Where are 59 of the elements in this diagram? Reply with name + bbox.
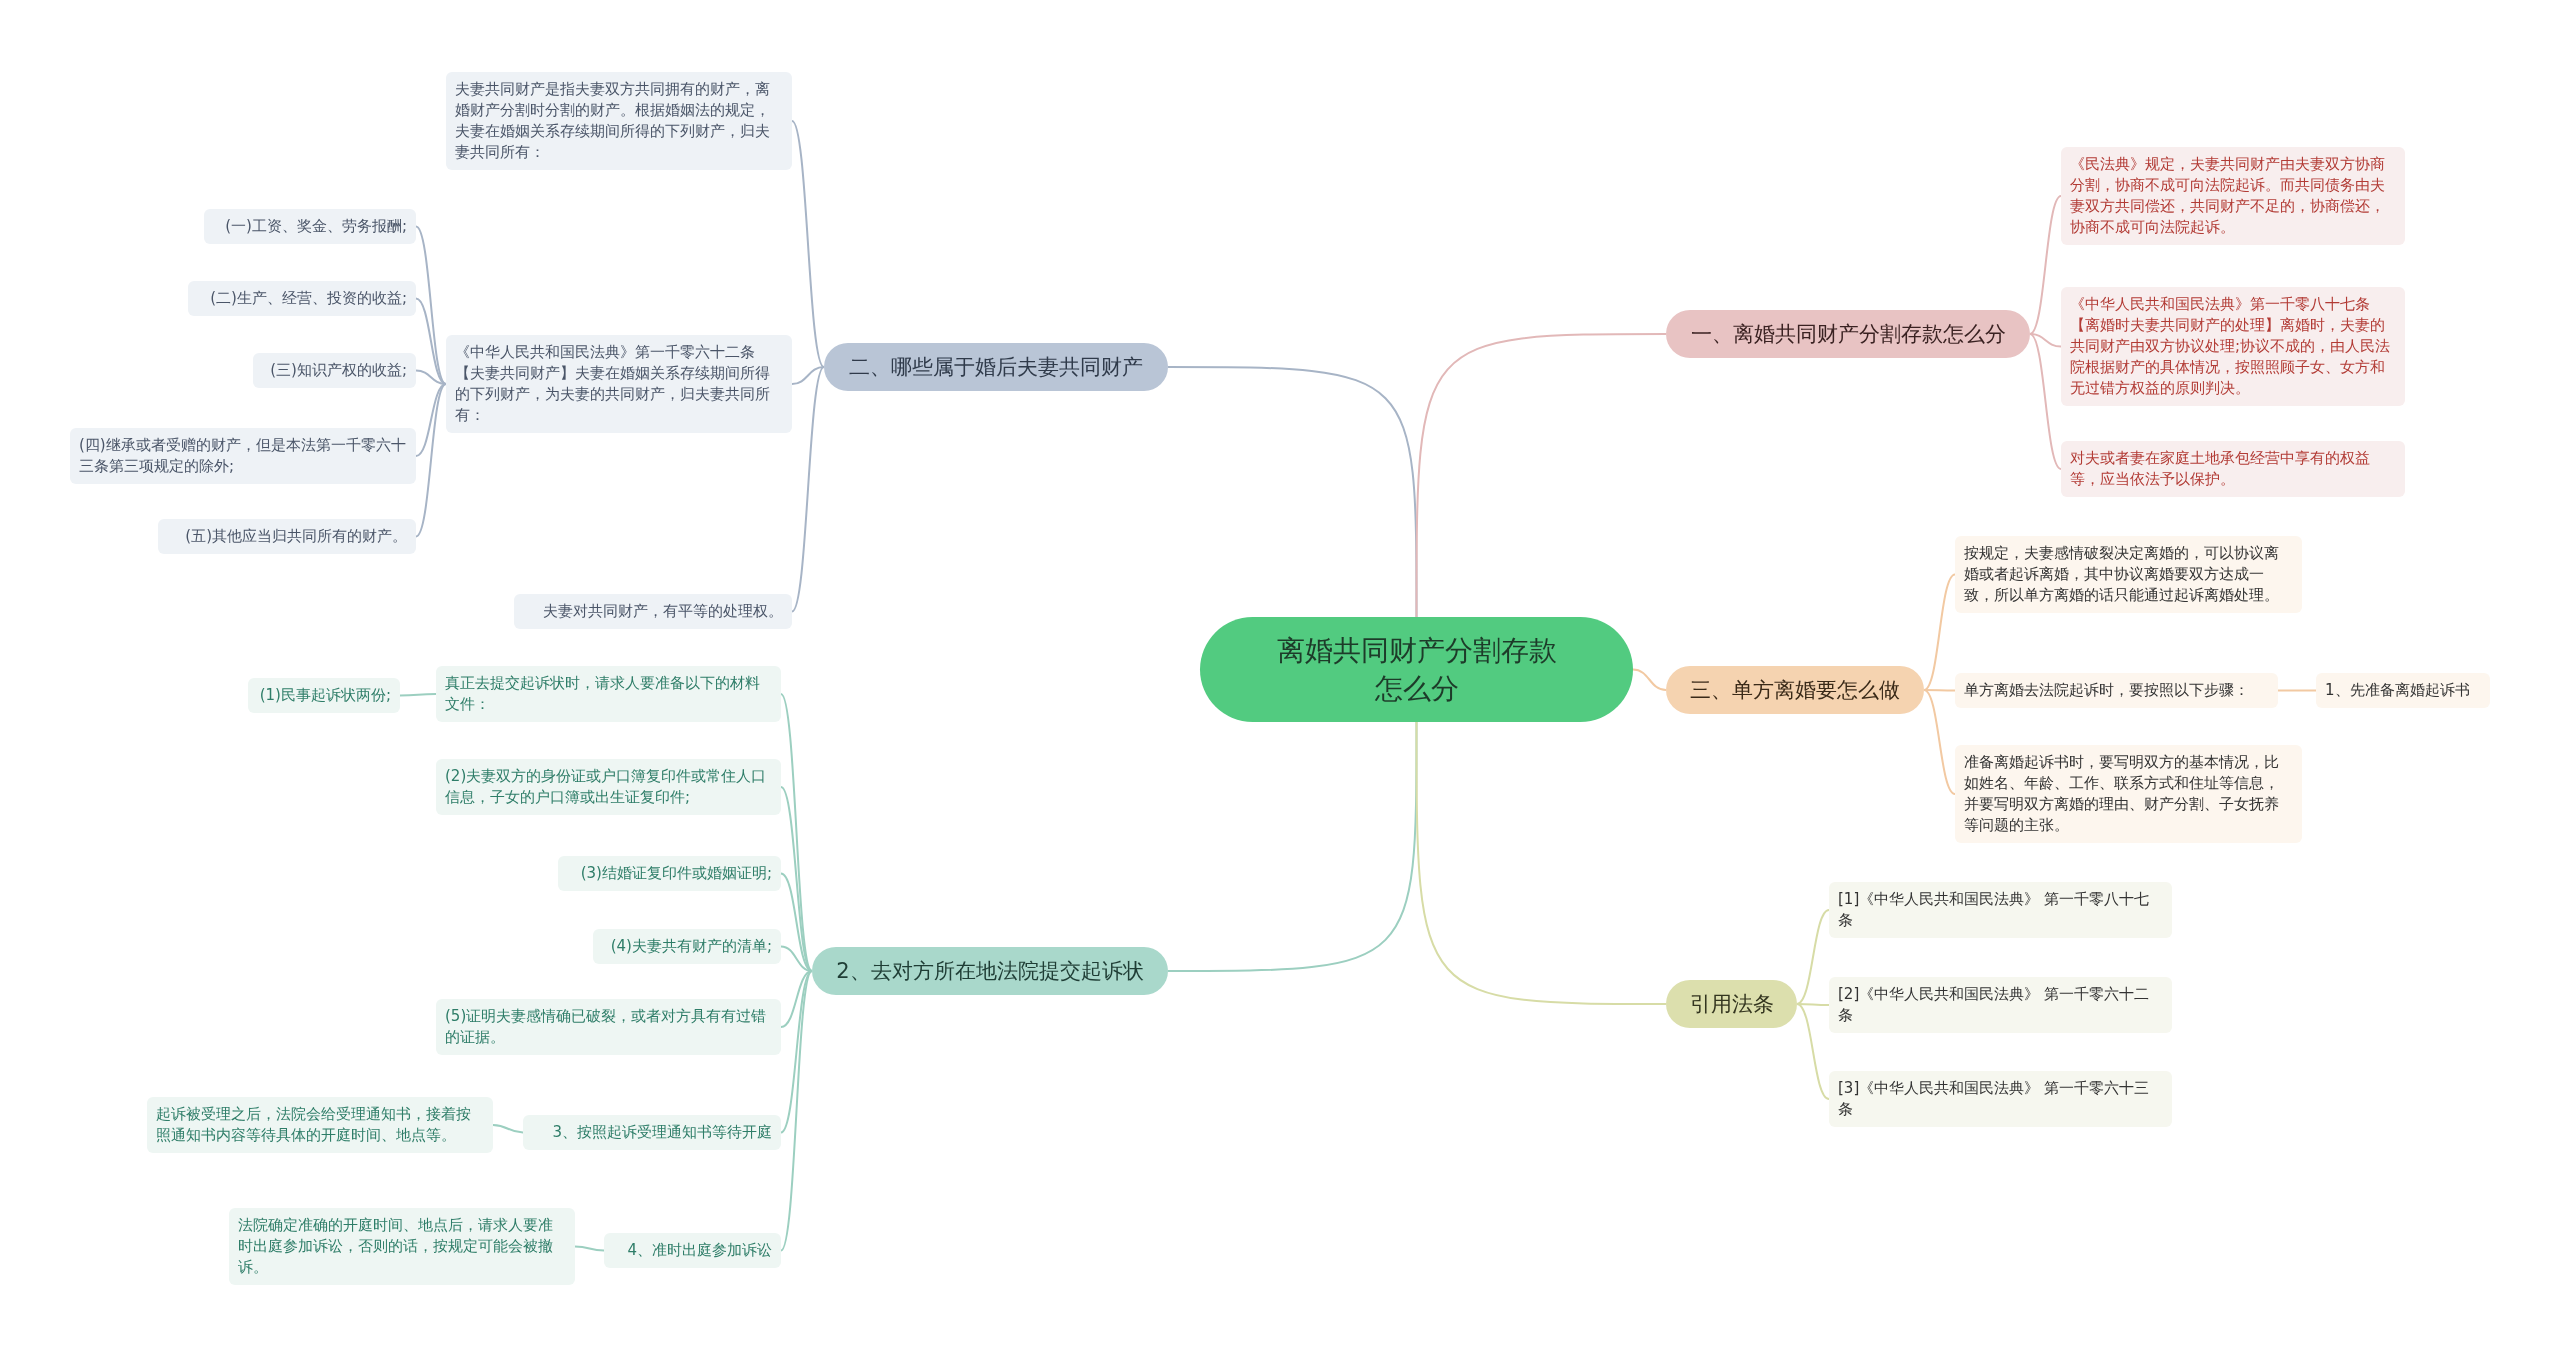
branch-topic: 一、离婚共同财产分割存款怎么分	[1666, 310, 2030, 358]
connector-line	[415, 297, 447, 385]
note-card: 《民法典》规定，夫妻共同财产由夫妻双方协商分割，协商不成可向法院起诉。而共同债务由夫妻双方共同偿还，共同财产不足的，协商偿还，协商不成可向法院起诉。	[2061, 147, 2405, 245]
branch-topic: 二、哪些属于婚后夫妻共同财产	[824, 343, 1168, 391]
note-card: 单方离婚去法院起诉时，要按照以下步骤：	[1955, 673, 2278, 708]
connector-line	[2029, 333, 2062, 470]
connector-line	[1415, 333, 1667, 618]
connector-line	[1796, 1003, 1830, 1100]
note-card: 按规定，夫妻感情破裂决定离婚的，可以协议离婚或者起诉离婚，其中协议离婚要双方达成一致，所以单方离婚的话只能通过起诉离婚处理。	[1955, 536, 2302, 613]
connector-line	[2277, 689, 2317, 692]
connector-line	[1167, 721, 1418, 972]
connector-line	[780, 786, 813, 972]
note-card: [2]《中华人民共和国民法典》 第一千零六十二条	[1829, 977, 2172, 1033]
note-card: [3]《中华人民共和国民法典》 第一千零六十三条	[1829, 1071, 2172, 1127]
note-card: 《中华人民共和国民法典》第一千零八十七条【离婚时夫妻共同财产的处理】离婚时，夫妻的共同财产由双方协议处理;协议不成的，由人民法院根据财产的具体情况，按照照顾子女、女方和无过错方权益的原则判决。	[2061, 287, 2405, 406]
note-card: 夫妻对共同财产，有平等的处理权。	[514, 594, 792, 629]
note-card: 4、准时出庭参加诉讼	[604, 1233, 781, 1268]
connector-line	[1923, 573, 1956, 691]
connector-line	[415, 383, 447, 538]
connector-line	[415, 225, 447, 385]
connector-line	[1415, 721, 1667, 1005]
connector-line	[1796, 909, 1830, 1005]
connector-line	[399, 693, 437, 697]
note-card: (5)证明夫妻感情确已破裂，或者对方具有有过错的证据。	[436, 999, 781, 1055]
note-card: 法院确定准确的开庭时间、地点后，请求人要准时出庭参加诉讼，否则的话，按规定可能会被撤诉。	[229, 1208, 575, 1285]
connector-line	[2029, 195, 2062, 335]
note-card: (3)结婚证复印件或婚姻证明;	[558, 856, 781, 891]
note-card: (1)民事起诉状两份;	[248, 678, 400, 713]
central-topic: 离婚共同财产分割存款怎么分	[1200, 617, 1633, 722]
note-card: (4)夫妻共有财产的清单;	[593, 929, 781, 964]
branch-topic: 2、去对方所在地法院提交起诉状	[812, 947, 1168, 995]
connector-line	[574, 1245, 605, 1252]
note-card: 真正去提交起诉状时，请求人要准备以下的材料文件：	[436, 666, 781, 722]
note-card: (三)知识产权的收益;	[253, 353, 416, 388]
connector-line	[780, 970, 813, 1252]
note-card: (四)继承或者受赠的财产，但是本法第一千零六十三条第三项规定的除外;	[70, 428, 416, 484]
note-card: (一)工资、奖金、劳务报酬;	[204, 209, 416, 244]
note-card: 3、按照起诉受理通知书等待开庭	[523, 1115, 781, 1150]
note-card: 对夫或者妻在家庭土地承包经营中享有的权益等，应当依法予以保护。	[2061, 441, 2405, 497]
note-card: (二)生产、经营、投资的收益;	[188, 281, 416, 316]
connector-line	[791, 366, 825, 385]
note-card: 《中华人民共和国民法典》第一千零六十二条【夫妻共同财产】夫妻在婚姻关系存续期间所得的下列财产，为夫妻的共同财产，归夫妻共同所有：	[446, 335, 792, 433]
connector-line	[780, 970, 813, 1134]
note-card: [1]《中华人民共和国民法典》 第一千零八十七条	[1829, 882, 2172, 938]
connector-line	[492, 1124, 524, 1134]
connector-line	[1923, 689, 1956, 795]
note-card: 1、先准备离婚起诉书	[2316, 673, 2490, 708]
note-card: (五)其他应当归共同所有的财产。	[158, 519, 416, 554]
connector-line	[1632, 668, 1667, 691]
connector-line	[1167, 366, 1418, 618]
connector-line	[791, 120, 825, 368]
connector-line	[791, 366, 825, 613]
note-card: (2)夫妻双方的身份证或户口簿复印件或常住人口信息，子女的户口簿或出生证复印件;	[436, 759, 781, 815]
note-card: 夫妻共同财产是指夫妻双方共同拥有的财产，离婚财产分割时分割的财产。根据婚姻法的规定，夫妻在婚姻关系存续期间所得的下列财产，归夫妻共同所有：	[446, 72, 792, 170]
connector-line	[2029, 333, 2062, 348]
branch-topic: 引用法条	[1666, 980, 1797, 1028]
note-card: 准备离婚起诉书时，要写明双方的基本情况，比如姓名、年龄、工作、联系方式和住址等信息，并要写明双方离婚的理由、财产分割、子女抚养等问题的主张。	[1955, 745, 2302, 843]
branch-topic: 三、单方离婚要怎么做	[1666, 666, 1924, 714]
note-card: 起诉被受理之后，法院会给受理通知书，接着按照通知书内容等待具体的开庭时间、地点等。	[147, 1097, 493, 1153]
